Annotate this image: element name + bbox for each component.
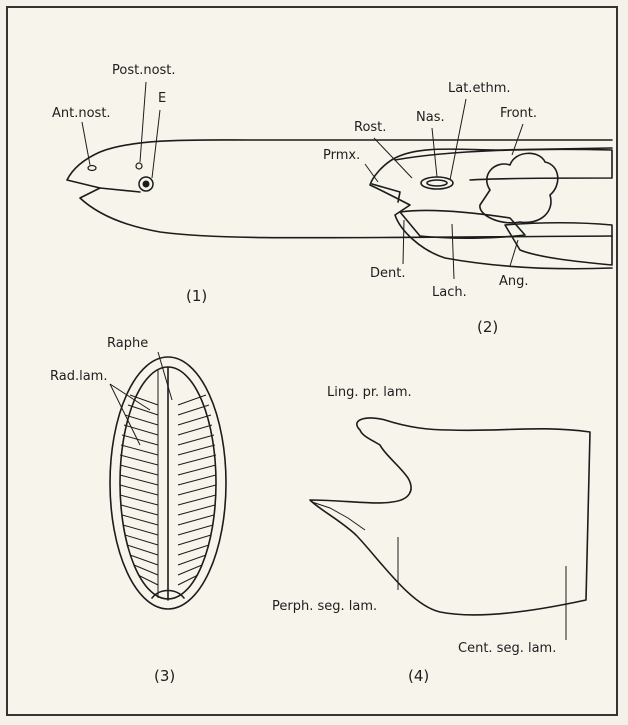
- label-lach: Lach.: [432, 285, 467, 300]
- nasal-capsule: [421, 177, 453, 189]
- angular: [505, 223, 612, 265]
- label-ant-nost: Ant.nost.: [52, 106, 111, 121]
- label-prmx: Prmx.: [323, 148, 360, 163]
- otic-bulb: [480, 153, 558, 222]
- label-nas: Nas.: [416, 110, 445, 125]
- perpheral-serration: [312, 502, 365, 530]
- anterior-nostril-icon: [88, 166, 96, 171]
- caption-1: (1): [186, 287, 207, 305]
- skull-outline: [370, 148, 612, 269]
- caption-2: (2): [477, 318, 498, 336]
- figure-3-oval: [110, 352, 226, 609]
- label-lat-ethm: Lat.ethm.: [448, 81, 511, 96]
- nasal-inner: [427, 180, 447, 186]
- caption-3: (3): [154, 667, 175, 685]
- figure-2-skull: [365, 99, 612, 279]
- lamina-outline: [310, 418, 590, 615]
- label-post-nost: Post.nost.: [112, 63, 176, 78]
- label-ang: Ang.: [499, 274, 529, 289]
- label-raphe: Raphe: [107, 336, 148, 351]
- label-perph-seg-lam: Perph. seg. lam.: [272, 599, 377, 614]
- label-rost: Rost.: [354, 120, 386, 135]
- label-cent-seg-lam: Cent. seg. lam.: [458, 641, 556, 656]
- mouth-line: [100, 188, 140, 192]
- label-dent: Dent.: [370, 266, 405, 281]
- label-ling-pr-lam: Ling. pr. lam.: [327, 385, 412, 400]
- label-rad-lam: Rad.lam.: [50, 369, 107, 384]
- label-e: E: [158, 91, 166, 106]
- posterior-nostril-icon: [136, 163, 142, 169]
- label-front: Front.: [500, 106, 537, 121]
- caption-4: (4): [408, 667, 429, 685]
